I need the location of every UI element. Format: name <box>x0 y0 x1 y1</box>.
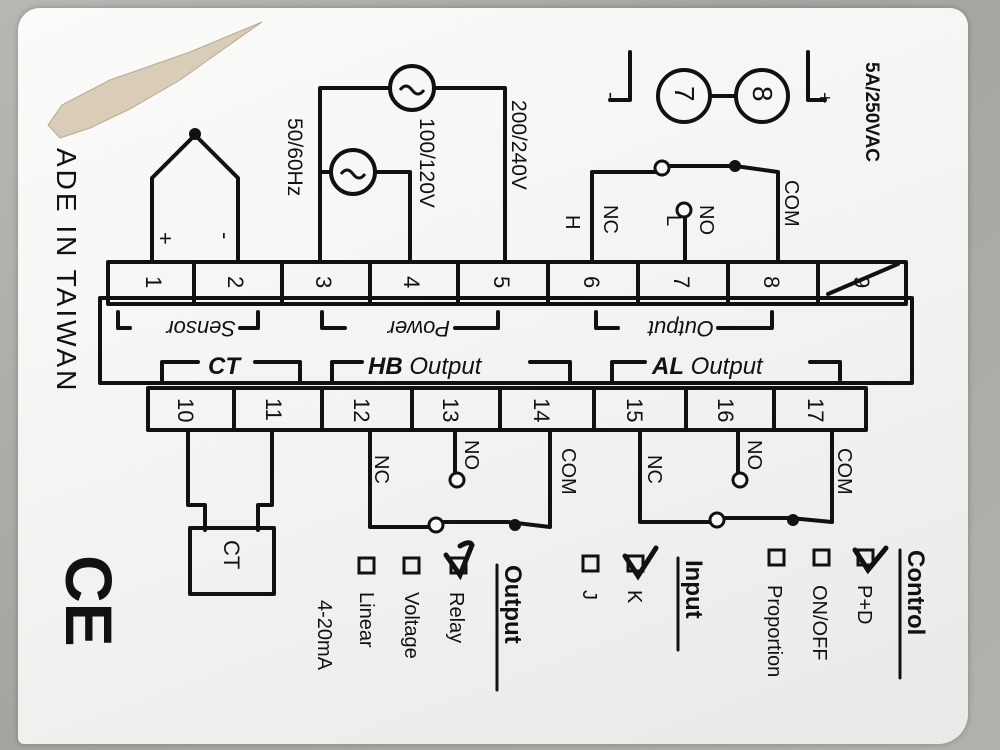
relay-top-nc: NC <box>599 205 621 234</box>
polarity-minus: - <box>600 92 622 99</box>
checkbox-proportion[interactable] <box>767 548 786 567</box>
sensor-minus: - <box>213 232 238 239</box>
hb-rest: Output <box>403 353 483 380</box>
tick-relay <box>443 540 475 581</box>
control-options-title: Control <box>902 550 929 635</box>
freq-label: 50/60Hz <box>283 118 306 196</box>
output-group-label: Output <box>647 316 714 341</box>
relay-hb-contacts <box>368 428 552 529</box>
terminal-9-slash <box>826 262 900 296</box>
al-group-label: AL Output <box>651 353 764 380</box>
low-voltage-label: 100/120V <box>415 118 438 208</box>
tick-k <box>622 545 659 581</box>
option-linear: Linear <box>355 592 377 648</box>
relay-top-contacts <box>590 164 780 262</box>
checkbox-linear[interactable] <box>357 556 376 575</box>
terminal-1: 1 <box>141 276 166 288</box>
relay-al-com: COM <box>833 448 855 495</box>
relay-top-l: L <box>662 215 684 226</box>
option-p-d: P+D <box>853 585 875 624</box>
top-circle-leads <box>608 50 827 102</box>
circle-8-label: 8 <box>747 86 778 102</box>
terminal-strip-bottom <box>146 386 868 432</box>
terminal-16: 16 <box>713 398 738 422</box>
device-label <box>18 8 968 744</box>
relay-top-no: NO <box>695 205 717 235</box>
option-j: J <box>578 590 600 600</box>
tick-p-d <box>852 545 889 575</box>
option-4-20ma: 4-20mA <box>313 600 335 671</box>
terminal-strip-top <box>106 260 908 306</box>
terminal-11: 11 <box>261 398 286 421</box>
hb-bracket <box>330 360 572 382</box>
al-rest: Output <box>684 353 764 380</box>
rating-text: 5A/250VAC <box>861 62 882 162</box>
ct-bracket <box>160 360 302 382</box>
relay-top-com: COM <box>780 180 802 227</box>
terminal-9: 9 <box>849 276 874 288</box>
peeled-corner <box>47 21 263 139</box>
terminal-12: 12 <box>349 398 374 422</box>
ce-mark: CE <box>52 555 126 647</box>
option-k: K <box>623 590 645 604</box>
terminal-8: 8 <box>759 276 784 288</box>
power-group-label: Power <box>386 316 450 341</box>
al-bold: AL <box>651 353 684 380</box>
ct-group-label: CT <box>208 353 242 380</box>
output-options-title: Output <box>499 565 526 644</box>
sensor-group-label: Sensor <box>165 316 236 341</box>
option-proportion: Proportion <box>763 585 785 677</box>
ct-box <box>188 526 276 596</box>
power-bracket <box>320 310 500 330</box>
relay-hb-com: COM <box>557 448 579 495</box>
relay-al-contacts <box>638 428 834 524</box>
sensor-plus: + <box>153 232 178 245</box>
ct-leads <box>186 428 274 532</box>
terminal-13: 13 <box>438 398 463 422</box>
terminal-6: 6 <box>579 276 604 288</box>
option-on-off: ON/OFF <box>808 585 830 661</box>
terminal-4: 4 <box>399 276 424 288</box>
terminal-10: 10 <box>173 398 198 422</box>
terminal-2: 2 <box>223 276 248 288</box>
terminal-14: 14 <box>529 398 554 422</box>
thermocouple-junction <box>189 128 201 140</box>
terminal-block-body <box>98 296 914 385</box>
checkbox-j[interactable] <box>581 554 600 573</box>
relay-al-nc: NC <box>643 455 665 484</box>
ct-box-label: CT <box>219 540 244 569</box>
hb-group-label: HB Output <box>368 353 483 380</box>
option-voltage: Voltage <box>400 592 422 659</box>
option-relay: Relay <box>445 592 467 643</box>
relay-hb-nc: NC <box>370 455 392 484</box>
relay-hb-no: NO <box>460 440 482 470</box>
hb-bold: HB <box>368 353 403 380</box>
al-bracket <box>610 360 842 382</box>
top-circle-8 <box>734 68 790 124</box>
checkbox-on-off[interactable] <box>812 548 831 567</box>
terminal-15: 15 <box>622 398 647 422</box>
circle-7-label: 7 <box>669 86 700 102</box>
terminal-7: 7 <box>669 276 694 288</box>
terminal-17: 17 <box>803 398 828 422</box>
output-bracket <box>594 310 774 330</box>
top-circle-7 <box>656 68 712 124</box>
high-voltage-label: 200/240V <box>507 100 530 190</box>
checkbox-voltage[interactable] <box>402 556 421 575</box>
relay-al-no: NO <box>743 440 765 470</box>
relay-top-h: H <box>561 215 583 229</box>
input-options-title: Input <box>680 560 707 619</box>
terminal-5: 5 <box>489 276 514 288</box>
sensor-bracket <box>116 310 260 330</box>
polarity-plus: + <box>813 92 835 104</box>
power-line-high <box>318 86 507 262</box>
terminal-3: 3 <box>311 276 336 288</box>
made-in-text: ADE IN TAIWAN <box>51 148 82 393</box>
